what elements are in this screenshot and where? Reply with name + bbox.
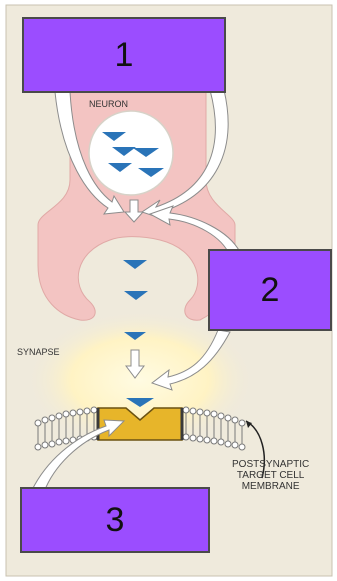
postsynaptic-line-3: MEMBRANE	[232, 481, 309, 492]
label-box-3: 3	[20, 487, 210, 553]
postsynaptic-line-2: TARGET CELL	[232, 470, 309, 481]
synapse-label: SYNAPSE	[17, 347, 60, 357]
neuron-label: NEURON	[89, 99, 128, 109]
postsynaptic-line-1: POSTSYNAPTIC	[232, 459, 309, 470]
label-box-1: 1	[22, 17, 226, 93]
postsynaptic-label: POSTSYNAPTIC TARGET CELL MEMBRANE	[232, 459, 309, 492]
label-box-2: 2	[208, 249, 332, 331]
synaptic-vesicle	[89, 111, 173, 195]
